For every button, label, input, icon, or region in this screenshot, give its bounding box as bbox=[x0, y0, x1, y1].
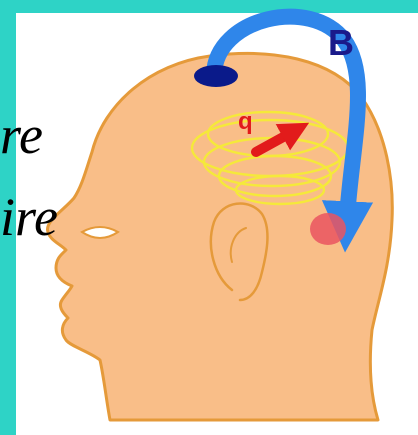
field-label-b: B bbox=[328, 22, 354, 64]
dipole-label-q: q bbox=[238, 108, 253, 136]
sink-dot bbox=[310, 213, 346, 245]
cropped-text-fragment-1: re bbox=[0, 108, 43, 162]
top-band bbox=[0, 0, 418, 13]
cropped-text-fragment-2: ire bbox=[0, 190, 58, 244]
source-dot bbox=[194, 65, 238, 87]
